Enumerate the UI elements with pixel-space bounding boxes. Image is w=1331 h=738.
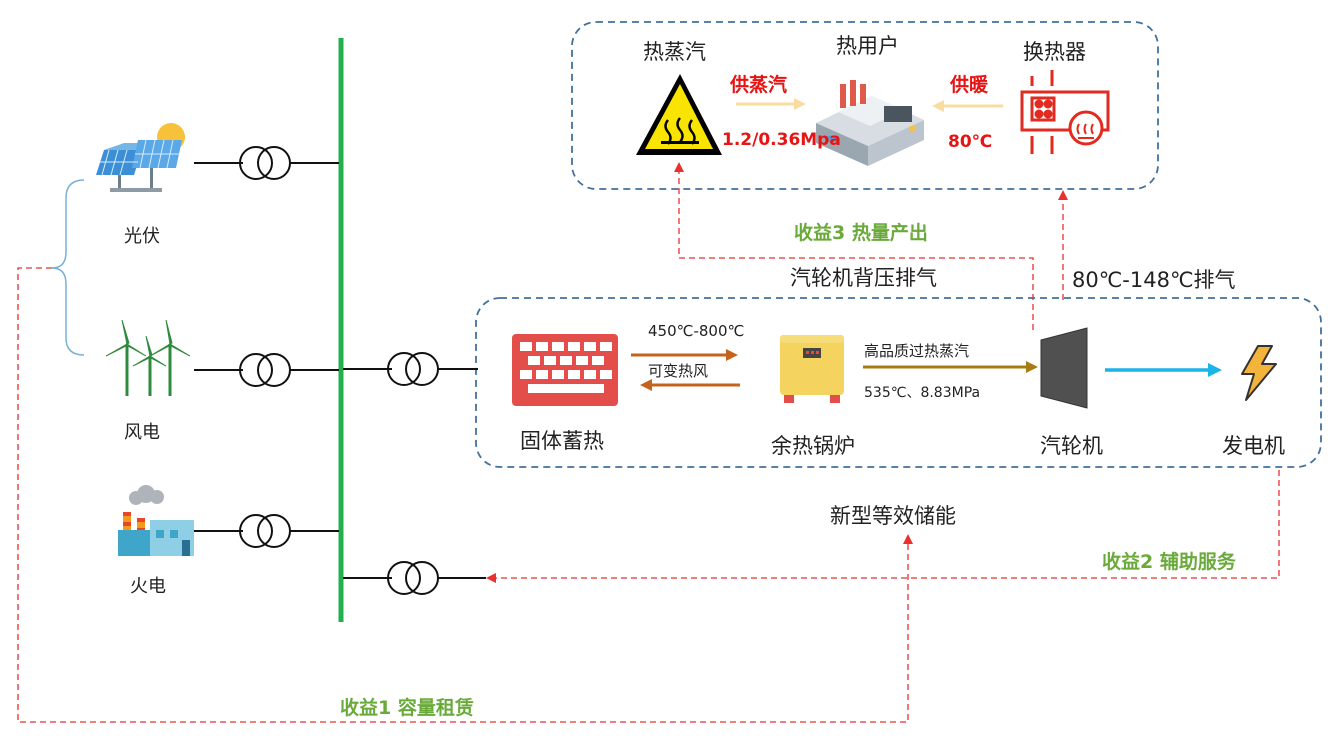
storage-system-box xyxy=(475,297,1322,468)
solar-connection xyxy=(194,146,339,180)
solar-panel-icon xyxy=(96,123,185,192)
heat-exchanger-label: 换热器 xyxy=(1023,40,1086,64)
turbine-icon xyxy=(1040,327,1088,409)
exhaust-temp-label: 80℃-148℃排气 xyxy=(1072,268,1236,292)
revenue3-label: 收益3 热量产出 xyxy=(794,222,928,244)
hot-steam-warning-icon xyxy=(636,74,722,155)
hot-air-arrows xyxy=(631,349,740,391)
wind-connection xyxy=(194,353,339,387)
hot-air-temp-label: 450℃-800℃ xyxy=(648,322,745,340)
boiler-label: 余热锅炉 xyxy=(771,434,855,458)
solar-label: 光伏 xyxy=(124,226,160,247)
revenue3-flow xyxy=(674,162,1034,330)
power-output-arrow xyxy=(1105,363,1222,377)
hot-air-label: 可变热风 xyxy=(648,362,709,380)
heat-user-box xyxy=(571,21,1159,190)
heat-user-label: 热用户 xyxy=(836,34,899,58)
solid-storage-label: 固体蓄热 xyxy=(520,429,604,453)
heat-user-building-icon xyxy=(816,80,924,166)
thermal-plant-icon xyxy=(118,485,194,556)
generator-label: 发电机 xyxy=(1222,434,1285,458)
superheated-steam-arrow xyxy=(863,361,1038,373)
revenue2-label: 收益2 辅助服务 xyxy=(1102,551,1236,573)
heat-exchanger-icon xyxy=(1020,70,1110,154)
hot-steam-label: 热蒸汽 xyxy=(643,40,706,64)
heating-temp-label: 80℃ xyxy=(948,132,993,152)
revenue1-flow xyxy=(17,267,913,723)
new-storage-label: 新型等效储能 xyxy=(830,504,956,528)
thermal-label: 火电 xyxy=(130,576,166,597)
turbine-label: 汽轮机 xyxy=(1040,434,1103,458)
revenue1-label: 收益1 容量租赁 xyxy=(340,697,474,719)
steam-supply-arrow xyxy=(736,98,806,110)
revenue2-flow xyxy=(486,470,1280,583)
lightning-icon xyxy=(1241,345,1277,401)
wind-label: 风电 xyxy=(124,422,160,443)
steam-pressure-label: 1.2/0.36Mpa xyxy=(722,130,841,150)
waste-heat-boiler-icon xyxy=(780,335,844,403)
backpressure-exhaust-label: 汽轮机背压排气 xyxy=(790,266,937,290)
renewables-bracket xyxy=(51,179,85,356)
solid-heat-storage-icon xyxy=(512,334,618,406)
aux-connection xyxy=(343,561,486,595)
thermal-connection xyxy=(194,514,339,548)
steam-params-label: 535℃、8.83MPa xyxy=(864,385,981,401)
heating-supply-label: 供暖 xyxy=(950,74,989,96)
superheated-steam-label: 高品质过热蒸汽 xyxy=(864,342,970,360)
heating-supply-arrow xyxy=(932,100,1003,112)
storage-connection xyxy=(343,352,478,386)
steam-supply-label: 供蒸汽 xyxy=(730,74,788,96)
wind-turbine-icon xyxy=(105,319,191,396)
